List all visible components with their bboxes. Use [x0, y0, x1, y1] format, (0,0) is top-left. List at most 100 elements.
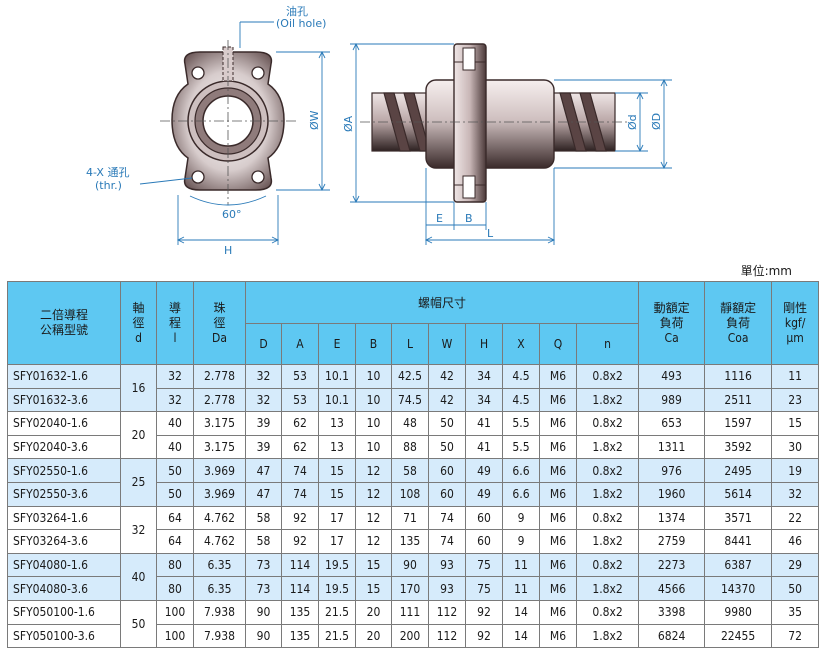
table-cell-model: SFY02040-1.6 [7, 411, 121, 436]
table-cell: 48 [391, 411, 429, 436]
dim-a-label: ØA [342, 115, 355, 132]
table-cell-model: SFY02550-3.6 [7, 481, 121, 507]
table-cell: 74.5 [391, 387, 429, 413]
dim-d-small-label: Ød [626, 114, 639, 130]
table-cell: 1374 [638, 505, 706, 531]
table-cell: 74 [281, 458, 319, 483]
table-cell-model: SFY01632-3.6 [7, 387, 121, 413]
table-cell: 13 [318, 411, 356, 436]
table-cell: 42 [428, 387, 466, 413]
oil-hole-en-label: (Oil hole) [276, 17, 326, 30]
table-cell: 2273 [638, 552, 706, 578]
table-cell: 8441 [704, 529, 773, 554]
table-cell: 1.8x2 [575, 387, 640, 413]
table-cell: 35 [771, 599, 819, 625]
table-cell: 7.938 [193, 599, 246, 625]
table-cell: 112 [428, 599, 466, 625]
table-cell: 6387 [704, 552, 773, 578]
table-cell: 47 [245, 481, 282, 507]
table-cell: 6.6 [502, 458, 540, 483]
table-cell: M6 [539, 505, 577, 531]
header-shaft-diameter: 軸 徑 d [120, 281, 157, 365]
table-cell: 14 [502, 623, 540, 649]
unit-label: 單位:mm [740, 264, 792, 278]
table-cell: 12 [355, 529, 392, 554]
thru-hole-label: 4-X 通孔 [86, 166, 129, 179]
table-cell: 32 [245, 387, 282, 413]
dim-d-label: ØD [650, 113, 663, 130]
table-cell: 19.5 [318, 552, 356, 578]
table-cell: 100 [156, 599, 194, 625]
table-cell: 20 [355, 599, 392, 625]
table-cell: 1.8x2 [575, 623, 640, 649]
table-cell: 1960 [638, 481, 706, 507]
table-cell: 1116 [704, 364, 773, 389]
table-cell: 0.8x2 [575, 458, 640, 483]
table-cell: 0.8x2 [575, 411, 640, 436]
table-cell: 23 [771, 387, 819, 413]
table-cell: 14 [502, 599, 540, 625]
table-cell: 39 [245, 411, 282, 436]
table-cell: M6 [539, 434, 577, 460]
table-cell-model: SFY02040-3.6 [7, 434, 121, 460]
oil-hole-label: 油孔 [286, 4, 308, 18]
table-cell-shaft: 32 [120, 505, 157, 554]
table-cell: 3592 [704, 434, 773, 460]
table-cell-shaft: 50 [120, 599, 157, 649]
table-cell: 93 [428, 552, 466, 578]
table-cell: 74 [281, 481, 319, 507]
table-cell-model: SFY01632-1.6 [7, 364, 121, 389]
ball-nut-drawing: 油孔 (Oil hole) 4-X 通孔 (thr.) 60° H ØW ØA … [86, 4, 672, 257]
header-col-e: E [318, 323, 356, 365]
table-cell: 3.175 [193, 411, 246, 436]
table-cell: 10 [355, 434, 392, 460]
table-cell: 60 [428, 458, 466, 483]
table-cell: 1.8x2 [575, 529, 640, 554]
header-col-x: X [502, 323, 540, 365]
table-cell: 4.5 [502, 387, 540, 413]
table-cell: 2759 [638, 529, 706, 554]
table-cell: 1311 [638, 434, 706, 460]
table-cell: 73 [245, 576, 282, 601]
table-cell: 73 [245, 552, 282, 578]
table-cell: 64 [156, 529, 194, 554]
table-cell: 17 [318, 529, 356, 554]
table-cell: 11 [771, 364, 819, 389]
header-lead: 導 程 l [156, 281, 194, 365]
table-cell: 40 [156, 434, 194, 460]
header-col-b: B [355, 323, 392, 365]
table-cell: 0.8x2 [575, 599, 640, 625]
table-cell: 71 [391, 505, 429, 531]
table-cell: 200 [391, 623, 429, 649]
table-cell: 75 [465, 576, 503, 601]
header-col-h: H [465, 323, 503, 365]
table-cell: 75 [465, 552, 503, 578]
header-ball-diameter: 珠 徑 Da [193, 281, 246, 365]
table-cell: 135 [391, 529, 429, 554]
table-cell: 49 [465, 481, 503, 507]
table-cell: 21.5 [318, 599, 356, 625]
table-cell: 2511 [704, 387, 773, 413]
table-cell: 1.8x2 [575, 481, 640, 507]
table-cell: 40 [156, 411, 194, 436]
table-cell: 114 [281, 552, 319, 578]
table-cell: 4.762 [193, 529, 246, 554]
table-cell: 49 [465, 458, 503, 483]
table-cell: 88 [391, 434, 429, 460]
table-cell: 15 [318, 481, 356, 507]
table-cell: 92 [281, 505, 319, 531]
header-col-w: W [428, 323, 466, 365]
table-cell: 58 [245, 505, 282, 531]
table-cell: 58 [391, 458, 429, 483]
table-cell: 92 [465, 599, 503, 625]
table-cell: 3.969 [193, 458, 246, 483]
table-cell: 92 [465, 623, 503, 649]
table-cell: 80 [156, 552, 194, 578]
table-cell-shaft: 20 [120, 411, 157, 460]
header-rigidity: 剛性 kgf/ μm [771, 281, 819, 365]
table-cell: 135 [281, 599, 319, 625]
table-cell: 62 [281, 411, 319, 436]
